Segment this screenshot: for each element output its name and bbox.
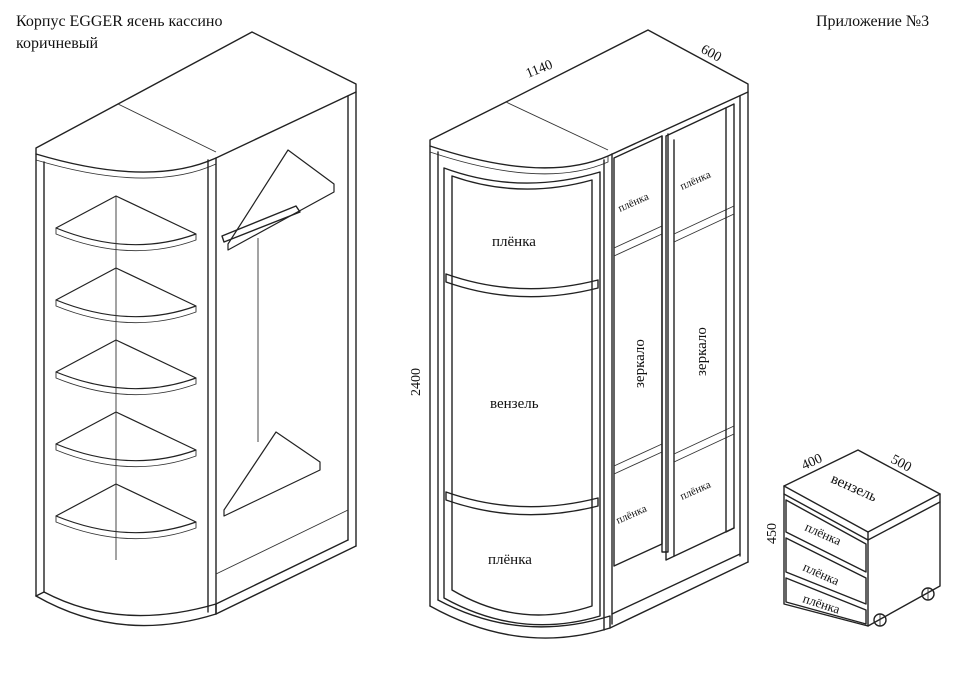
slide-right-bottom-label: плёнка [678,479,712,503]
open-carcass [35,31,357,627]
wardrobe [429,29,749,639]
door-top-label: плёнка [492,234,536,250]
nightstand [783,449,941,627]
nightstand-top-label: вензель [828,471,879,505]
title-line-1: Корпус EGGER ясень кассино [16,13,223,30]
door-mid-label: вензель [490,396,539,412]
nightstand-width-label: 400 [800,451,825,473]
wardrobe-width-label: 1140 [524,58,555,82]
slide-left-bottom-label: плёнка [614,503,648,527]
nightstand-drawer3-label: плёнка [801,591,842,617]
slide-right-top-label: плёнка [678,169,712,193]
door-bottom-label: плёнка [488,552,532,568]
slide-left-top-label: плёнка [616,191,650,215]
slide-right-mid-label: зеркало [694,327,710,376]
title-line-2: коричневый [16,35,99,52]
nightstand-depth-label: 500 [888,452,914,475]
wardrobe-depth-label: 600 [698,42,724,65]
wardrobe-height-label: 2400 [409,368,424,396]
nightstand-height-label: 450 [765,523,780,544]
appendix-label: Приложение №3 [816,13,930,30]
slide-left-mid-label: зеркало [632,339,648,388]
